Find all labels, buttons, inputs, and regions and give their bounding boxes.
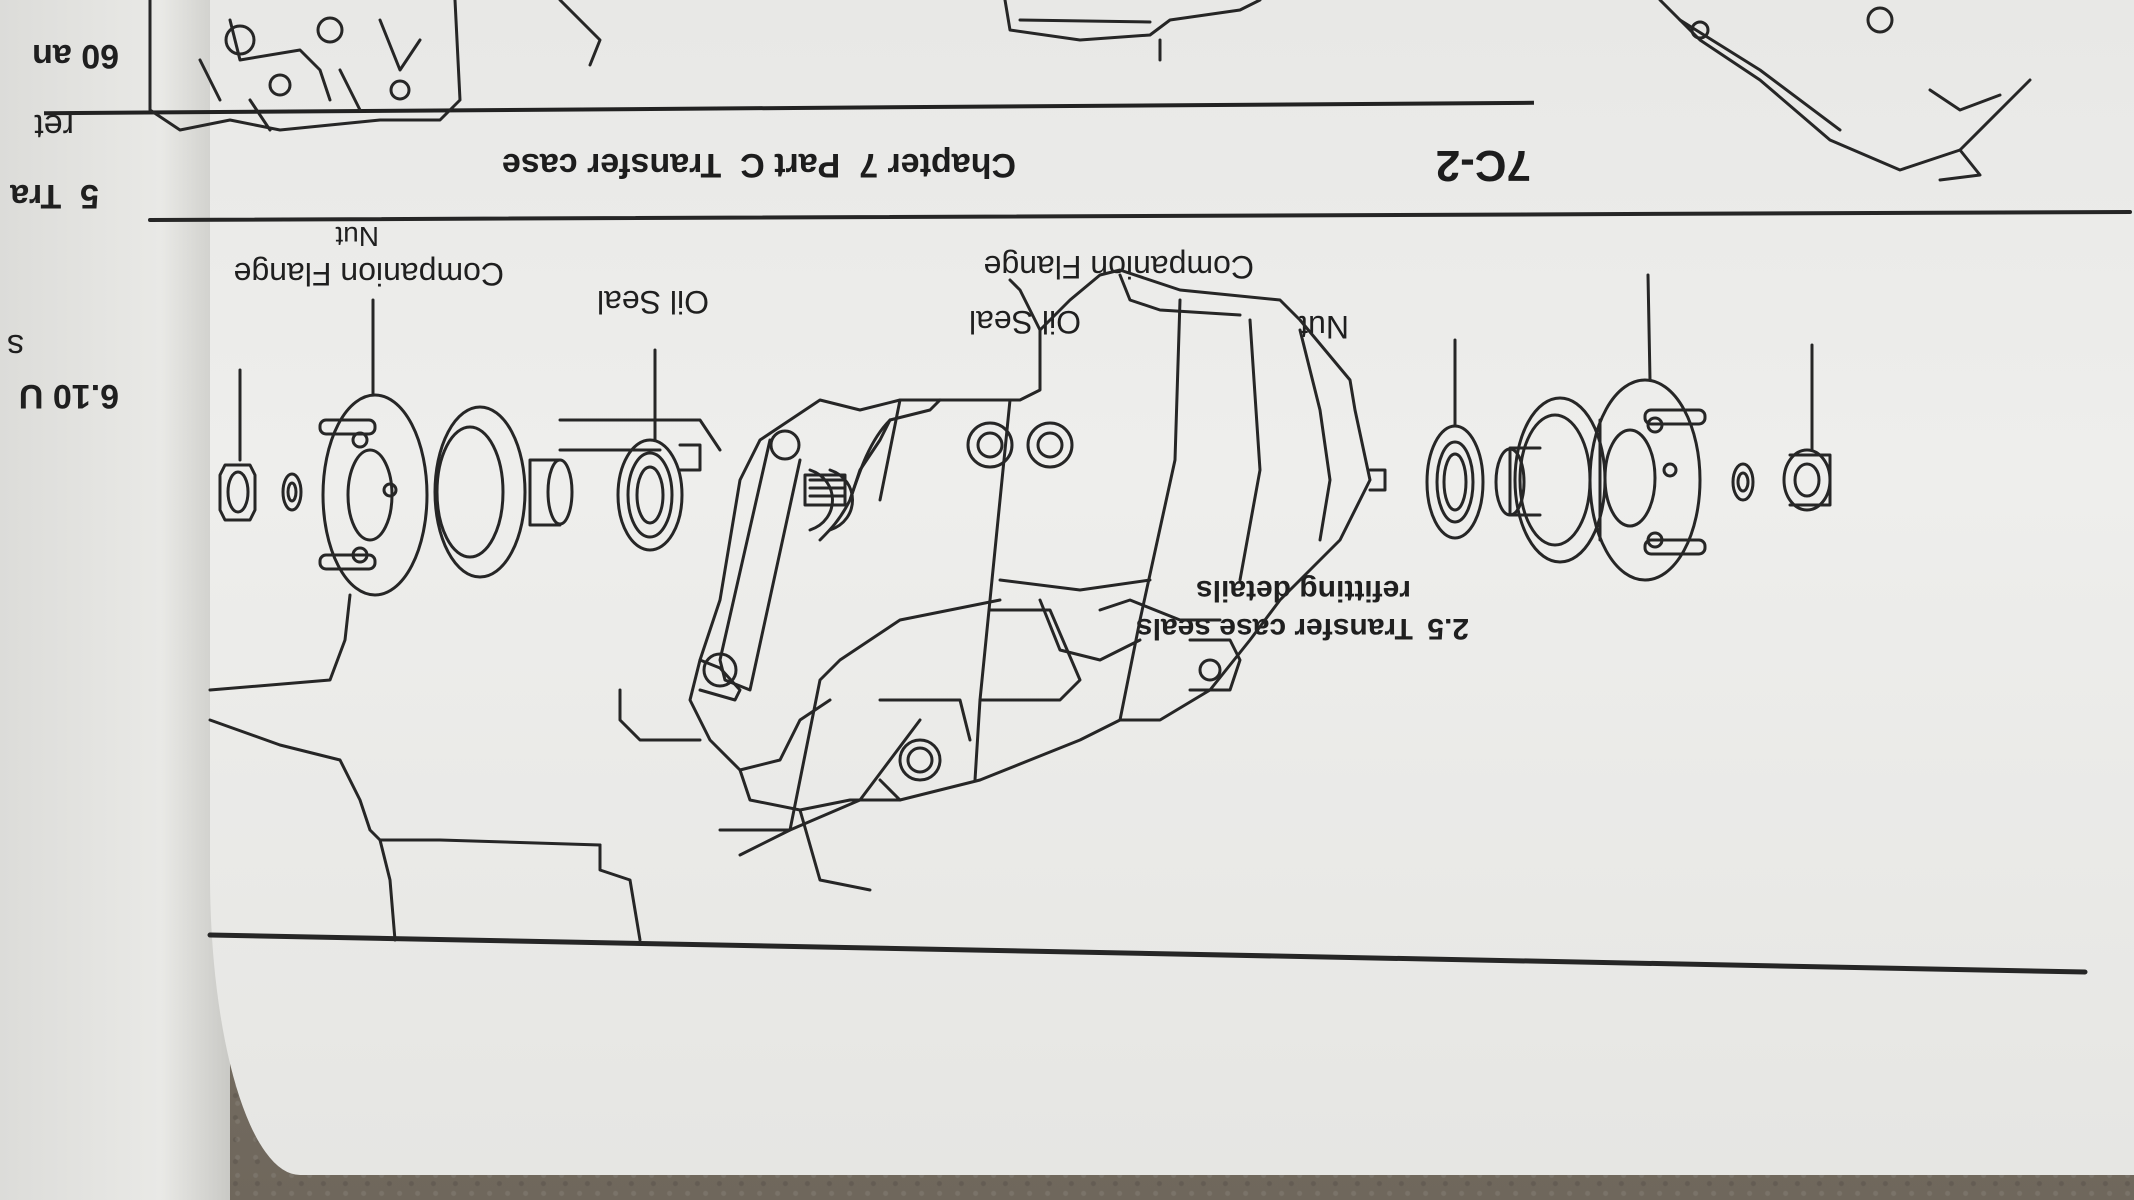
adjacent-fragment-5: s (7, 327, 24, 365)
adjacent-fragment-4: 6.10 U (18, 377, 119, 415)
companion-flange-left-part (208, 298, 574, 692)
manual-page (210, 0, 2134, 1175)
linkage-rod (558, 418, 1152, 857)
oil-seal-right-part (1425, 338, 1485, 540)
section-rule (148, 210, 2132, 222)
adjacent-fragment-2: ret (34, 107, 74, 145)
oil-seal-left-part (616, 348, 684, 552)
transfer-case-body (688, 268, 1387, 812)
previous-figure-fragment (148, 0, 2032, 182)
adjacent-fragment-3: 5 Tra (10, 177, 99, 215)
frame-structure (208, 718, 872, 942)
adjacent-page (0, 0, 230, 1200)
page-rule (207, 932, 2088, 975)
adjacent-fragment-1: 60 an (32, 37, 119, 75)
companion-flange-right-part (1494, 273, 1707, 582)
nut-left-part (218, 368, 303, 522)
nut-right-part (1731, 343, 1832, 512)
